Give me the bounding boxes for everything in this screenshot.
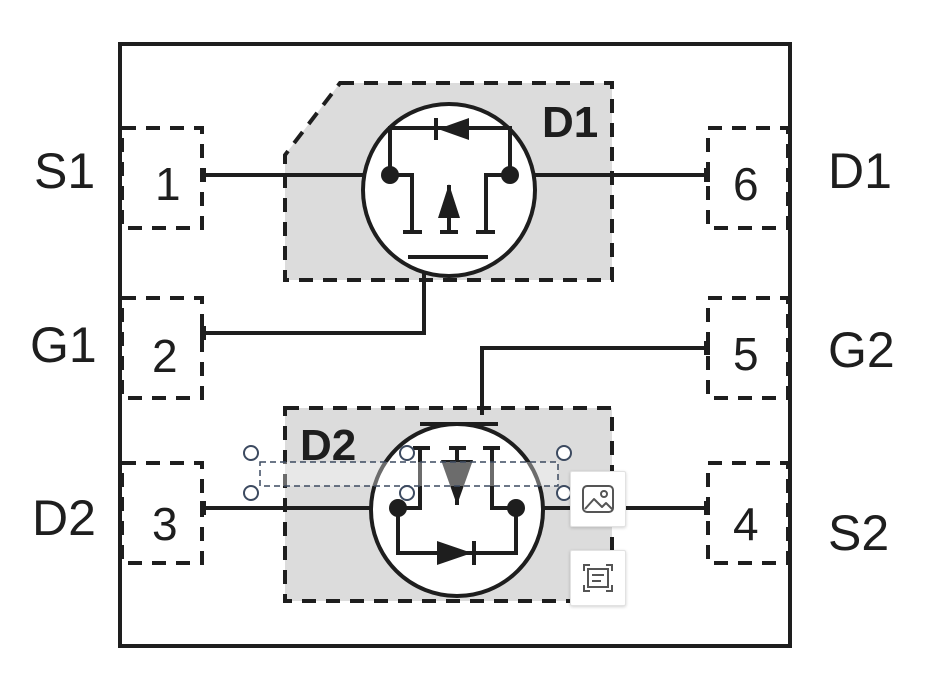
- pin-pad-5: [706, 296, 790, 400]
- pin-label-s1: S1: [34, 143, 95, 199]
- wire-pin2-gate1: [200, 256, 426, 335]
- pin-tick-2: [200, 326, 206, 340]
- pin-number-5: 5: [733, 328, 759, 380]
- text-frame-icon: [583, 564, 613, 592]
- pin-pad-2: [120, 296, 204, 400]
- pin-label-g2: G2: [828, 322, 895, 378]
- resize-handle-nw[interactable]: [243, 445, 259, 461]
- resize-handle-s[interactable]: [399, 485, 415, 501]
- pin-label-d1: D1: [828, 143, 892, 199]
- pin-label-d2: D2: [32, 490, 96, 546]
- pin-pad-6: [706, 126, 790, 230]
- mosfet-q2-symbol: [369, 422, 545, 598]
- resize-handle-sw[interactable]: [243, 485, 259, 501]
- pin-number-1: 1: [155, 158, 181, 210]
- pin-tick-1: [200, 168, 206, 182]
- resize-handle-n[interactable]: [399, 445, 415, 461]
- pin-tick-6: [704, 168, 710, 182]
- pin-number-3: 3: [152, 498, 178, 550]
- pin-number-2: 2: [152, 330, 178, 382]
- selection-box[interactable]: [243, 445, 572, 501]
- resize-handle-se[interactable]: [556, 485, 572, 501]
- resize-handle-ne[interactable]: [556, 445, 572, 461]
- caption-frame-button[interactable]: [570, 550, 626, 606]
- image-icon: [582, 485, 614, 513]
- pin-tick-4: [704, 501, 710, 515]
- pin-tick-5: [704, 341, 710, 355]
- pin-label-g1: G1: [30, 317, 97, 373]
- pin-number-6: 6: [733, 158, 759, 210]
- wire-pin5-gate2: [480, 346, 708, 415]
- pin-number-4: 4: [733, 498, 759, 550]
- pin-pad-4: [706, 461, 790, 565]
- mosfet-q1-symbol: [361, 102, 537, 278]
- pin-label-s2: S2: [828, 505, 889, 561]
- pin-tick-3: [200, 501, 206, 515]
- die-label-d1: D1: [542, 98, 598, 147]
- insert-image-button[interactable]: [570, 471, 626, 527]
- die-label-d2: D2: [300, 421, 356, 470]
